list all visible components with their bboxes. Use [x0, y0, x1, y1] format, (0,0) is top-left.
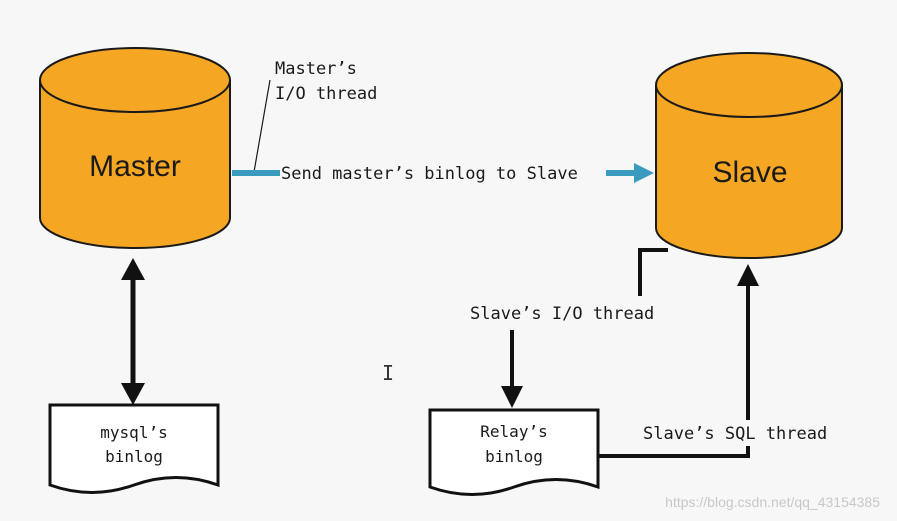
- relay-binlog-document-icon: [428, 408, 600, 496]
- slave-label: Slave: [712, 156, 787, 189]
- slave-sql-thread-label: Slave’s SQL thread: [643, 424, 827, 444]
- slave-io-thread-label: Slave’s I/O thread: [470, 304, 654, 324]
- sql-thread-arrow-head: [737, 264, 759, 286]
- master-binlog-arrow-head-up: [121, 258, 145, 280]
- pointer-line: [253, 79, 271, 173]
- mysql-binlog-label-line2: binlog: [105, 447, 163, 466]
- watermark-url: https://blog.csdn.net/qq_43154385: [665, 494, 880, 510]
- mysql-binlog-label-line1: mysql’s: [100, 423, 167, 442]
- sql-label-backdrop: [640, 420, 852, 446]
- master-io-thread-label-line2: I/O thread: [275, 84, 377, 104]
- relay-binlog-label-line2: binlog: [485, 447, 543, 466]
- text-cursor-icon: I: [382, 361, 394, 385]
- send-binlog-label: Send master’s binlog to Slave: [281, 164, 578, 184]
- master-io-thread-label-line1: Master’s: [275, 59, 357, 79]
- master-database-icon: [39, 47, 231, 249]
- mysql-binlog-document-icon: [48, 403, 220, 494]
- relay-binlog-label-line1: Relay’s: [480, 422, 547, 441]
- slave-io-bracket: [638, 248, 668, 296]
- master-label: Master: [89, 150, 181, 183]
- sql-thread-arrow-shaft: [598, 284, 750, 458]
- relay-arrow-head: [501, 386, 523, 408]
- master-binlog-arrow-head-down: [121, 383, 145, 405]
- send-arrow-head: [634, 163, 654, 183]
- slave-database-icon: [655, 52, 843, 259]
